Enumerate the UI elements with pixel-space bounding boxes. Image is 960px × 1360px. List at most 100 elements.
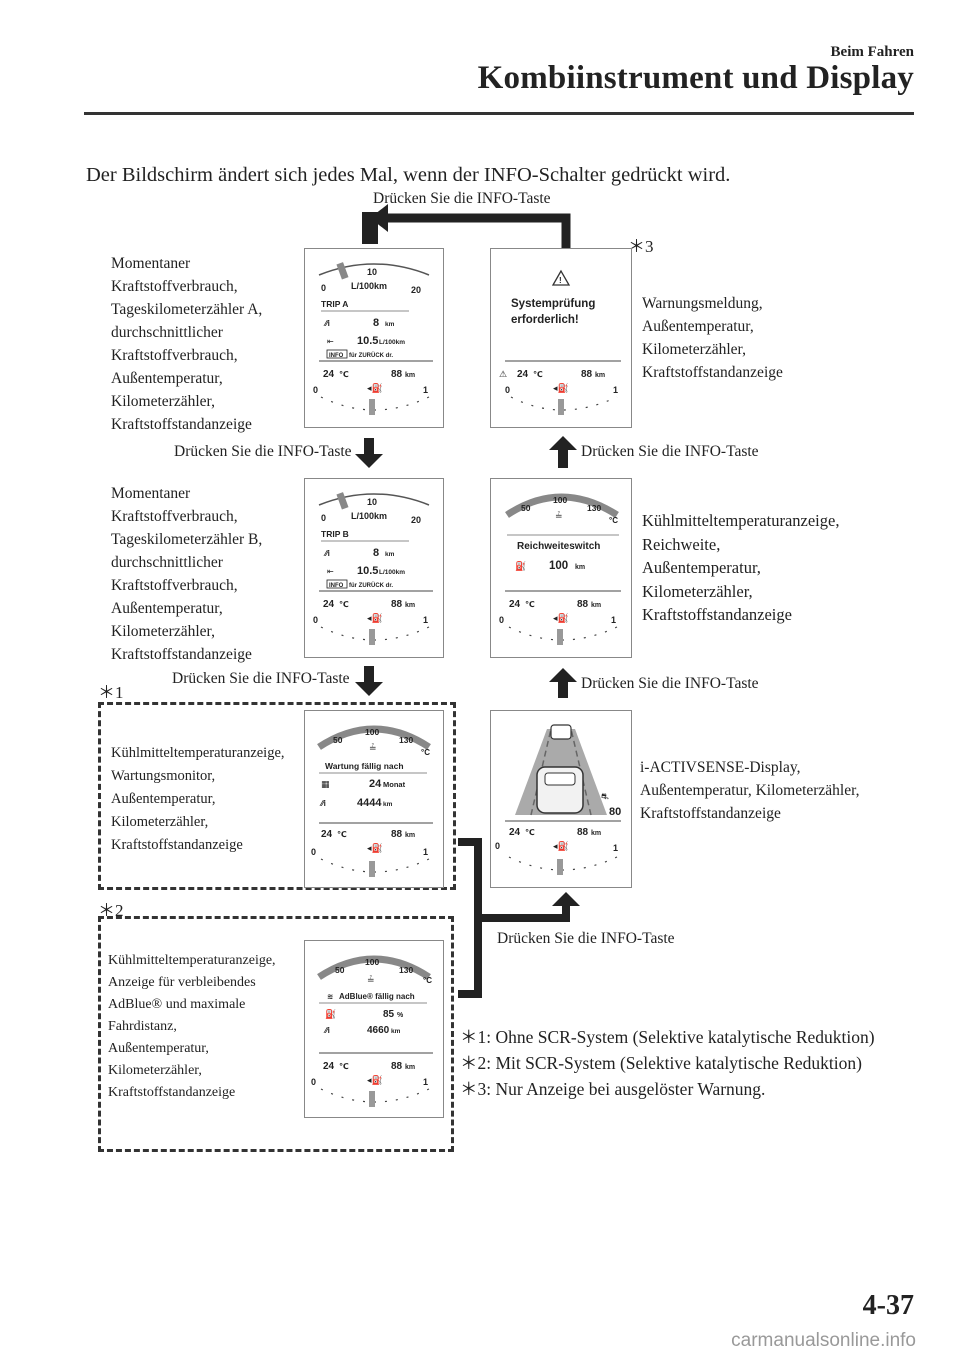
header-rule <box>84 112 914 115</box>
svg-text:⁄⁄i: ⁄⁄i <box>323 1026 330 1035</box>
svg-text:0: 0 <box>311 847 316 857</box>
svg-text:km: km <box>591 830 601 837</box>
svg-text:24: 24 <box>323 1061 335 1072</box>
svg-text:24: 24 <box>509 599 521 610</box>
svg-text:L/100km: L/100km <box>351 281 387 291</box>
svg-text:km: km <box>595 372 605 379</box>
svg-text:1: 1 <box>423 615 428 625</box>
svg-text:1: 1 <box>613 385 618 395</box>
footnote-3: ＊3: Nur Anzeige bei ausgelöster Warnung. <box>460 1079 766 1099</box>
svg-text:1: 1 <box>423 847 428 857</box>
svg-text:◂⛽: ◂⛽ <box>367 612 383 623</box>
label-iactiv: i-ACTIVSENSE-Display,Außentemperatur, Ki… <box>640 759 860 822</box>
svg-text:85: 85 <box>383 1009 395 1020</box>
footnotes: ＊1: Ohne SCR-System (Selektive katalytis… <box>460 1024 875 1102</box>
press-label: Drücken Sie die INFO-Taste <box>581 675 759 692</box>
svg-text:!: ! <box>559 276 562 285</box>
svg-text:130: 130 <box>399 965 413 975</box>
svg-text:88: 88 <box>391 829 403 840</box>
svg-text:130: 130 <box>399 735 413 745</box>
svg-text:0: 0 <box>313 385 318 395</box>
svg-text:Systemprüfung: Systemprüfung <box>511 298 595 310</box>
svg-text:°C: °C <box>421 748 430 757</box>
screen-trip-b: 0 10 20 L/100km TRIP B ⁄⁄i 8 km ⇤ 10.5 L… <box>304 478 444 658</box>
arrow-left-icon <box>370 204 388 232</box>
svg-text:24: 24 <box>323 369 335 380</box>
svg-text:8: 8 <box>373 547 379 559</box>
label-warning: Warnungsmeldung,Außentemperatur,Kilomete… <box>642 295 783 381</box>
svg-text:INFO: INFO <box>329 353 344 359</box>
svg-text:℃: ℃ <box>339 370 349 379</box>
svg-text:0: 0 <box>499 615 504 625</box>
svg-text:100: 100 <box>549 560 568 572</box>
svg-text:10: 10 <box>367 497 377 507</box>
svg-text:≟: ≟ <box>369 743 377 753</box>
svg-text:88: 88 <box>391 599 403 610</box>
svg-text:130: 130 <box>587 503 601 513</box>
arrow-up-icon <box>552 892 580 906</box>
svg-text:20: 20 <box>411 515 421 525</box>
svg-text:4660: 4660 <box>367 1025 390 1036</box>
svg-text:88: 88 <box>577 827 589 838</box>
svg-text:Wartung fällig nach: Wartung fällig nach <box>325 761 404 771</box>
svg-text:◂⛽: ◂⛽ <box>367 842 383 853</box>
svg-text:10: 10 <box>367 267 377 277</box>
svg-text:TRIP A: TRIP A <box>321 299 348 309</box>
label-adblue: Kühlmitteltemperaturanzeige,Anzeige für … <box>102 950 276 1104</box>
press-label: Drücken Sie die INFO-Taste <box>497 930 675 947</box>
svg-text:⚠: ⚠ <box>499 369 507 379</box>
svg-text:℃: ℃ <box>337 830 347 839</box>
svg-text:100: 100 <box>365 727 379 737</box>
svg-text:erforderlich!: erforderlich! <box>511 314 579 326</box>
screen-warning: ! Systemprüfung erforderlich! ⚠ 24 ℃ 88 … <box>490 248 632 428</box>
page-number: 4-37 <box>862 1290 914 1321</box>
svg-text:⛽: ⛽ <box>515 560 526 571</box>
svg-text:⇤: ⇤ <box>327 567 334 576</box>
svg-text:10.5: 10.5 <box>357 335 378 347</box>
section-title: Beim Fahren <box>830 44 914 60</box>
svg-text:%: % <box>397 1012 404 1019</box>
svg-text:km: km <box>383 801 393 808</box>
svg-text:88: 88 <box>391 1061 403 1072</box>
svg-text:88: 88 <box>581 369 593 380</box>
svg-text:℃: ℃ <box>339 600 349 609</box>
page-title: Kombiinstrument und Display <box>477 60 914 96</box>
svg-text:24: 24 <box>323 599 335 610</box>
svg-text:km: km <box>391 1028 401 1035</box>
svg-text:8: 8 <box>373 317 379 329</box>
svg-text:Monat: Monat <box>383 780 406 789</box>
svg-text:◂⛽: ◂⛽ <box>553 612 569 623</box>
footnote-2: ＊2: Mit SCR-System (Selektive katalytisc… <box>460 1053 862 1073</box>
svg-text:°C: °C <box>609 516 618 525</box>
svg-text:▦: ▦ <box>321 779 330 789</box>
svg-text:⇤: ⇤ <box>327 337 334 346</box>
svg-text:0: 0 <box>311 1077 316 1087</box>
footnote-1: ＊1: Ohne SCR-System (Selektive katalytis… <box>460 1027 875 1047</box>
svg-text:°C: °C <box>423 976 432 985</box>
watermark: carmanualsonline.info <box>731 1330 916 1351</box>
svg-text:100: 100 <box>553 495 567 505</box>
svg-text:1: 1 <box>423 1077 428 1087</box>
svg-text:⛐: ⛐ <box>601 791 609 801</box>
svg-text:50: 50 <box>333 735 343 745</box>
svg-text:◂⛽: ◂⛽ <box>367 382 383 393</box>
svg-text:10.5: 10.5 <box>357 565 378 577</box>
intro-text: Der Bildschirm ändert sich jedes Mal, we… <box>86 164 731 186</box>
bracket-line <box>458 838 482 998</box>
arrow-up-icon <box>549 436 577 450</box>
label-maint: Kühlmitteltemperaturanzeige,Wartungsmoni… <box>103 742 285 857</box>
arrow-up-icon <box>549 668 577 682</box>
svg-text:⁄⁄i: ⁄⁄i <box>319 799 326 808</box>
svg-text:km: km <box>591 602 601 609</box>
svg-text:◂⛽: ◂⛽ <box>553 840 569 851</box>
svg-text:L/100km: L/100km <box>379 339 405 346</box>
footnote-mark-3: ＊3 <box>628 237 654 256</box>
svg-text:℃: ℃ <box>533 370 543 379</box>
footnote-mark-2: ＊2 <box>98 901 124 920</box>
screen-trip-a: 0 10 20 L/100km TRIP A ⁄⁄i 8 km ⇤ 10.5 L… <box>304 248 444 428</box>
svg-text:INFO: INFO <box>329 583 344 589</box>
svg-text:1: 1 <box>423 385 428 395</box>
svg-text:für ZURÜCK dr.: für ZURÜCK dr. <box>349 582 393 589</box>
loop-line-top <box>385 213 571 248</box>
svg-text:88: 88 <box>391 369 403 380</box>
